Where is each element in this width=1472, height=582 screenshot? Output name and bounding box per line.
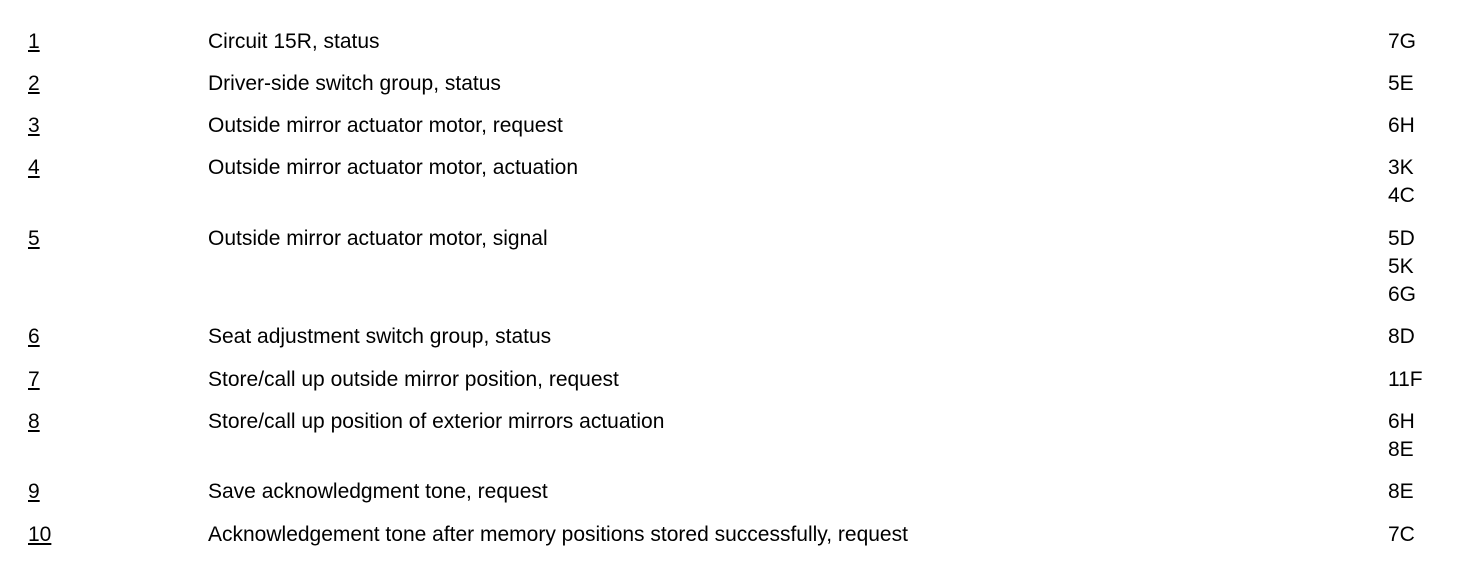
signal-description: Outside mirror actuator motor, actuation xyxy=(208,156,578,179)
grid-reference: 8D xyxy=(1388,325,1415,348)
signal-number-link[interactable]: 10 xyxy=(28,523,52,546)
grid-reference: 8E xyxy=(1388,438,1414,461)
signal-number-link[interactable]: 1 xyxy=(28,30,40,53)
grid-reference: 6H xyxy=(1388,410,1415,433)
signal-number-link[interactable]: 6 xyxy=(28,325,40,348)
signal-number-link[interactable]: 9 xyxy=(28,480,40,503)
signal-description: Outside mirror actuator motor, signal xyxy=(208,227,548,250)
grid-reference: 8E xyxy=(1388,480,1414,503)
signal-description: Outside mirror actuator motor, request xyxy=(208,114,563,137)
signal-number-link[interactable]: 7 xyxy=(28,368,40,391)
signal-description: Circuit 15R, status xyxy=(208,30,380,53)
grid-reference-list: 6H 8E xyxy=(1388,408,1415,464)
grid-reference-list: 3K 4C xyxy=(1388,154,1415,210)
grid-reference: 3K xyxy=(1388,156,1414,179)
grid-reference-list: 8E xyxy=(1388,478,1414,506)
signal-number-link[interactable]: 5 xyxy=(28,227,40,250)
grid-reference: 7C xyxy=(1388,523,1415,546)
grid-reference: 6H xyxy=(1388,114,1415,137)
grid-reference-list: 7G xyxy=(1388,28,1416,56)
grid-reference: 4C xyxy=(1388,184,1415,207)
signal-number-link[interactable]: 3 xyxy=(28,114,40,137)
grid-reference: 6G xyxy=(1388,283,1417,306)
signal-description: Driver-side switch group, status xyxy=(208,72,501,95)
signal-description: Seat adjustment switch group, status xyxy=(208,325,552,348)
grid-reference: 5K xyxy=(1388,255,1414,278)
grid-reference: 7G xyxy=(1388,30,1417,53)
grid-reference: 5E xyxy=(1388,72,1414,95)
grid-reference-list: 5D 5K 6G xyxy=(1388,225,1416,309)
grid-reference-list: 5E xyxy=(1388,70,1414,98)
grid-reference: 5D xyxy=(1388,227,1415,250)
grid-reference-list: 6H xyxy=(1388,112,1415,140)
grid-reference: 11F xyxy=(1388,368,1423,391)
signal-description: Store/call up position of exterior mirro… xyxy=(208,410,665,433)
signal-number-link[interactable]: 2 xyxy=(28,72,40,95)
signal-number-link[interactable]: 4 xyxy=(28,156,40,179)
grid-reference-list: 8D xyxy=(1388,323,1415,351)
signal-number-link[interactable]: 8 xyxy=(28,410,40,433)
grid-reference-list: 7C xyxy=(1388,521,1415,549)
grid-reference-list: 11F xyxy=(1388,366,1423,394)
signal-description: Acknowledgement tone after memory positi… xyxy=(208,523,908,546)
signal-description: Save acknowledgment tone, request xyxy=(208,480,548,503)
signal-description: Store/call up outside mirror position, r… xyxy=(208,368,619,391)
